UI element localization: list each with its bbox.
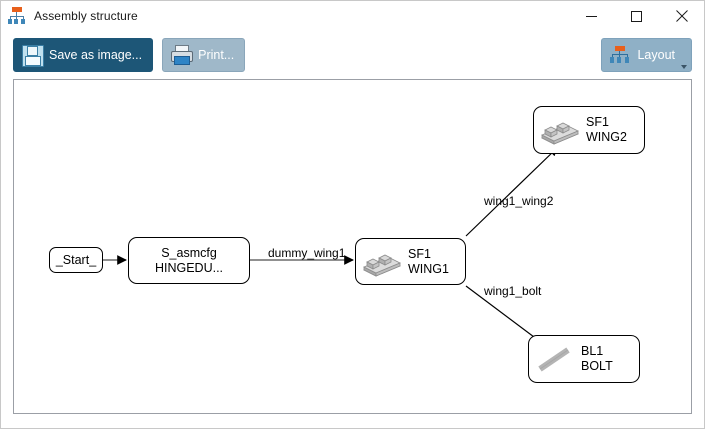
node-bolt-line2: BOLT bbox=[581, 359, 613, 373]
solid-part-icon bbox=[362, 246, 402, 278]
minimize-icon[interactable] bbox=[569, 1, 614, 31]
node-start[interactable]: _Start_ bbox=[49, 247, 103, 273]
title-bar: Assembly structure bbox=[1, 1, 704, 31]
node-bolt[interactable]: BL1 BOLT bbox=[528, 335, 640, 383]
node-wing2-label: SF1 WING2 bbox=[586, 115, 627, 145]
node-wing1[interactable]: SF1 WING1 bbox=[355, 238, 466, 285]
maximize-icon[interactable] bbox=[614, 1, 659, 31]
print-button[interactable]: Print... bbox=[162, 38, 246, 72]
node-wing1-line2: WING1 bbox=[408, 261, 449, 276]
save-as-image-button[interactable]: Save as image... bbox=[13, 38, 154, 72]
bolt-icon bbox=[535, 343, 575, 375]
window-title: Assembly structure bbox=[34, 9, 138, 23]
assembly-graph-canvas[interactable]: _Start_ S_asmcfg HINGEDU... bbox=[13, 79, 692, 414]
hierarchy-icon bbox=[8, 7, 26, 25]
node-wing1-line1: SF1 bbox=[408, 246, 431, 261]
chevron-down-icon[interactable] bbox=[681, 65, 687, 69]
edge-label-wing1-bolt: wing1_bolt bbox=[484, 284, 542, 298]
hierarchy-icon bbox=[608, 43, 632, 67]
node-wing1-label: SF1 WING1 bbox=[408, 247, 449, 277]
close-icon[interactable] bbox=[659, 1, 704, 31]
print-label: Print... bbox=[198, 48, 235, 62]
node-wing2[interactable]: SF1 WING2 bbox=[533, 106, 645, 154]
edge-label-dummy-wing1: dummy_wing1 bbox=[268, 246, 346, 260]
save-as-image-label: Save as image... bbox=[49, 48, 143, 62]
node-asmcfg-line2: HINGEDU... bbox=[154, 260, 224, 275]
edge-wing1-wing2 bbox=[465, 147, 558, 237]
solid-part-icon bbox=[540, 114, 580, 146]
toolbar: Save as image... Print... Layo bbox=[1, 31, 704, 79]
floppy-disk-icon bbox=[20, 43, 44, 67]
node-wing2-line1: SF1 bbox=[586, 115, 609, 129]
node-start-label: _Start_ bbox=[55, 252, 97, 267]
window-controls bbox=[569, 1, 704, 31]
printer-icon bbox=[169, 43, 194, 67]
node-asmcfg-line1: S_asmcfg bbox=[161, 245, 217, 260]
node-bolt-label: BL1 BOLT bbox=[581, 344, 613, 374]
node-asmcfg[interactable]: S_asmcfg HINGEDU... bbox=[128, 237, 250, 284]
node-wing2-line2: WING2 bbox=[586, 130, 627, 144]
node-bolt-line1: BL1 bbox=[581, 344, 604, 358]
layout-button[interactable]: Layout bbox=[601, 38, 692, 72]
canvas-wrapper: _Start_ S_asmcfg HINGEDU... bbox=[1, 79, 704, 428]
layout-label: Layout bbox=[637, 48, 675, 62]
edge-label-wing1-wing2: wing1_wing2 bbox=[484, 194, 554, 208]
node-asmcfg-label: S_asmcfg HINGEDU... bbox=[155, 246, 223, 276]
